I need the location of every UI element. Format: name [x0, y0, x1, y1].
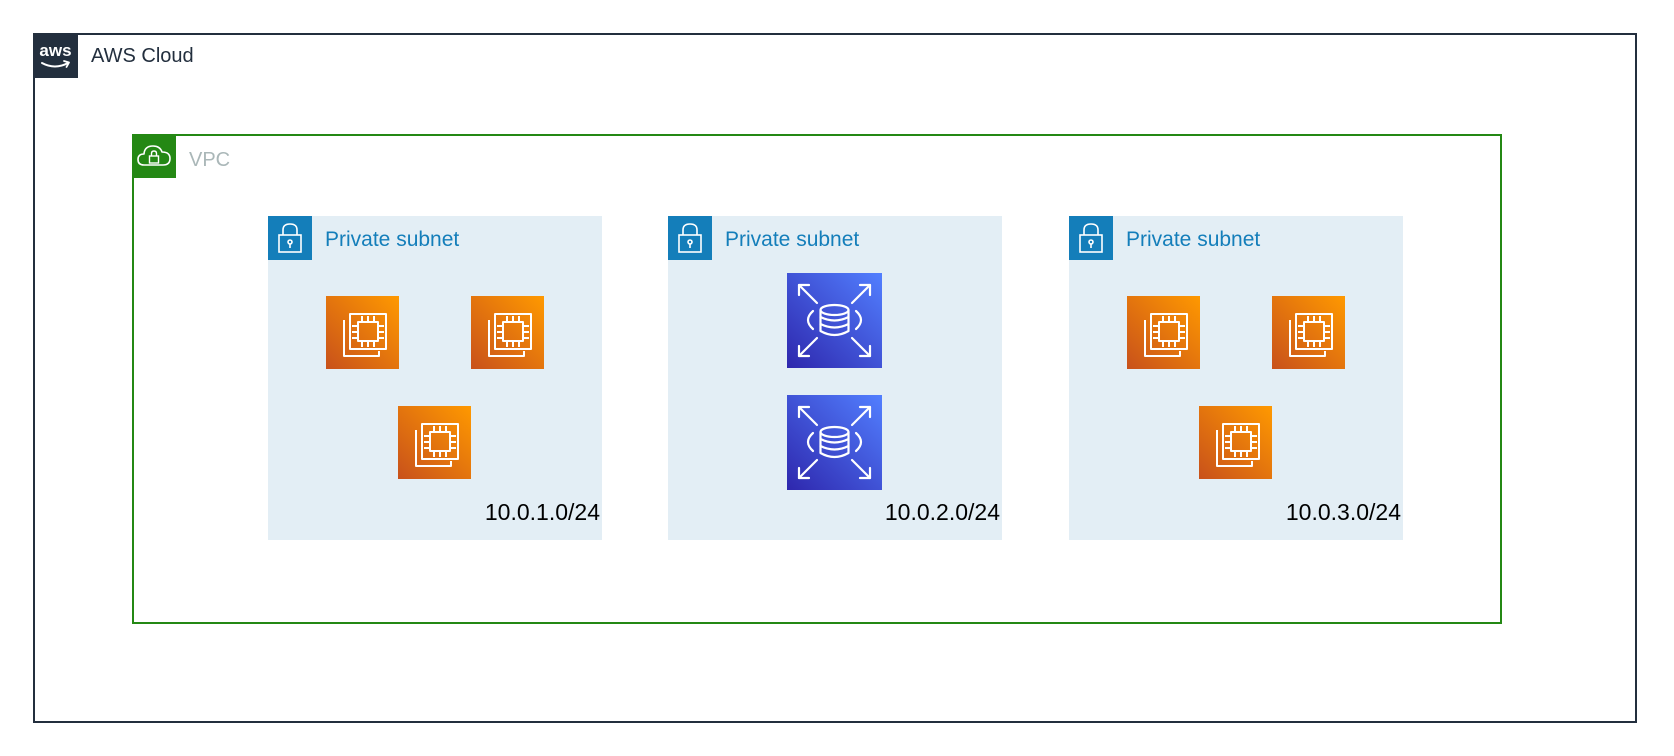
ec2-instance-icon — [326, 296, 399, 369]
ec2-instance-icon — [398, 406, 471, 479]
ec2-instance-icon — [1272, 296, 1345, 369]
rds-database-icon — [787, 273, 882, 368]
private-subnet-2: Private subnet 10.0.2.0/24 — [668, 216, 1002, 540]
subnet-title: Private subnet — [725, 228, 860, 251]
rds-database-icon — [787, 395, 882, 490]
vpc-cloud-lock-icon — [132, 134, 176, 178]
vpc-title: VPC — [189, 149, 231, 171]
svg-text:aws: aws — [39, 41, 71, 60]
subnet-lock-icon — [1069, 216, 1113, 260]
subnet-cidr: 10.0.1.0/24 — [484, 499, 600, 525]
aws-cloud-title: AWS Cloud — [91, 45, 194, 67]
subnet-cidr: 10.0.3.0/24 — [1285, 499, 1401, 525]
subnet-title: Private subnet — [325, 228, 460, 251]
aws-cloud-group: aws AWS Cloud — [33, 33, 1637, 723]
subnet-lock-icon — [268, 216, 312, 260]
aws-logo-icon: aws — [33, 33, 78, 78]
ec2-instance-icon — [1127, 296, 1200, 369]
private-subnet-1: Private subnet 10.0.1.0/24 — [268, 216, 602, 540]
subnet-title: Private subnet — [1126, 228, 1261, 251]
ec2-instance-icon — [471, 296, 544, 369]
vpc-group: VPC — [132, 134, 1502, 624]
subnet-cidr: 10.0.2.0/24 — [884, 499, 1000, 525]
ec2-instance-icon — [1199, 406, 1272, 479]
private-subnet-3: Private subnet 10.0.3.0/24 — [1069, 216, 1403, 540]
subnet-lock-icon — [668, 216, 712, 260]
